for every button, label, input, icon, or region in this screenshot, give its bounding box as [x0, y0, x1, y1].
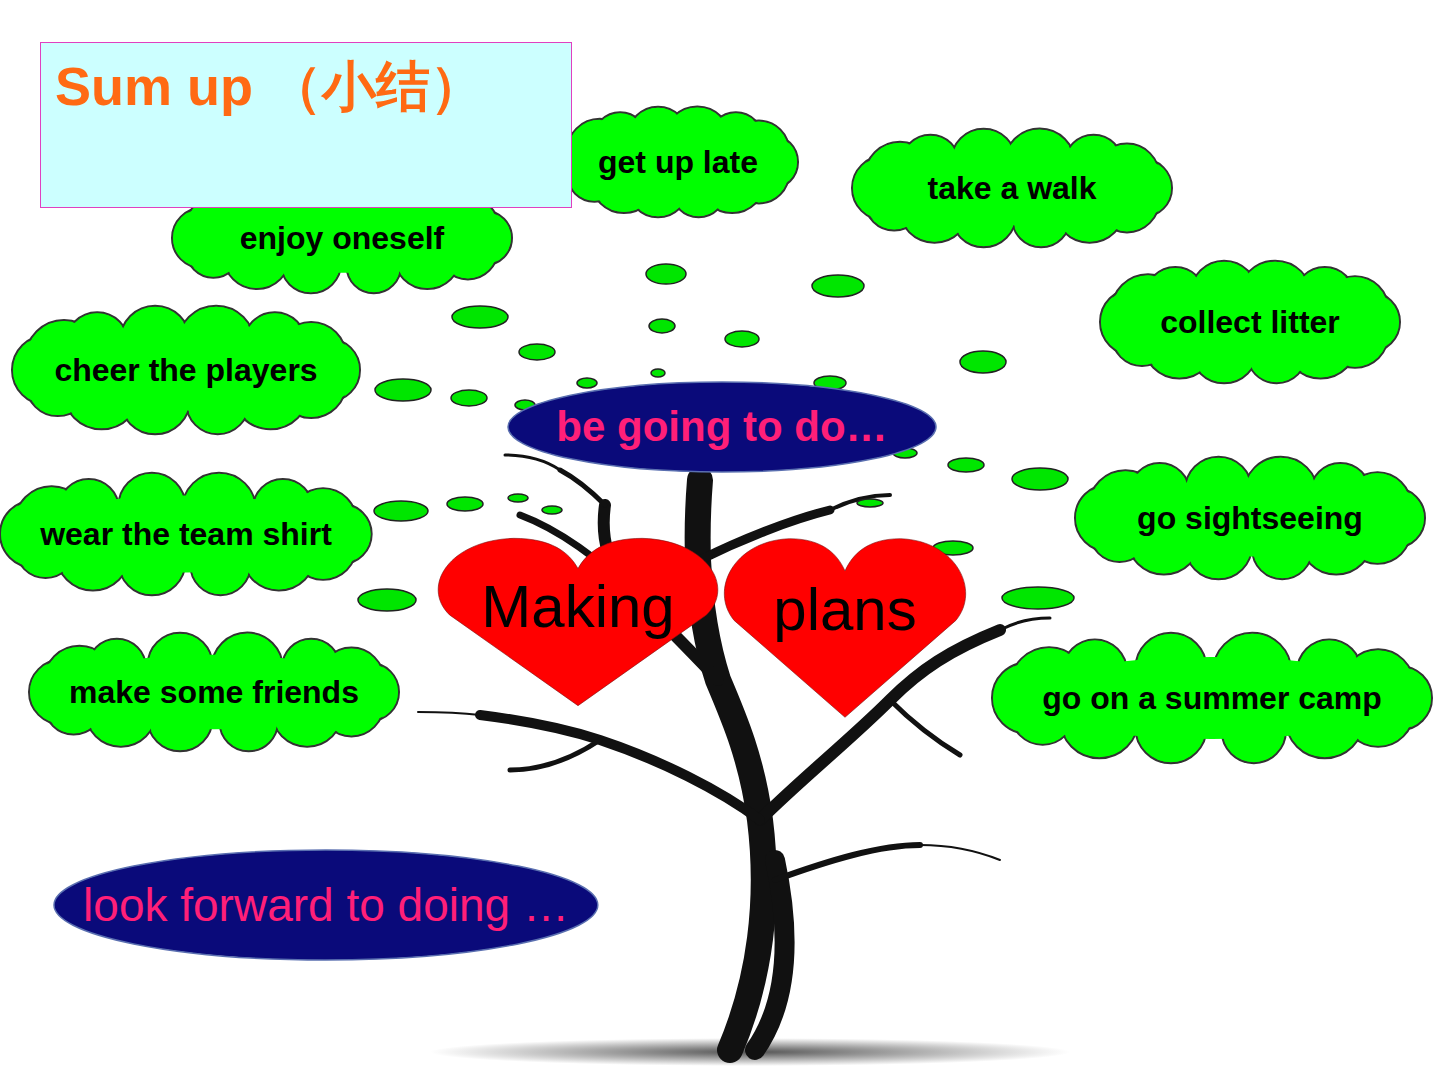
cloud-core — [52, 655, 377, 730]
cloud-edge — [1100, 261, 1400, 384]
cloud-fill — [1, 474, 370, 594]
phrase-label: collect litter — [1160, 304, 1340, 341]
cloud-fill — [1101, 262, 1399, 382]
idea-cloud: wear the team shirt — [0, 472, 372, 596]
heart-word: plans — [773, 575, 916, 644]
cloud-core — [1098, 479, 1401, 556]
idea-cloud: collect litter — [1100, 260, 1400, 384]
idea-cloud: make some friends — [29, 632, 399, 752]
cloud-core — [1017, 657, 1407, 739]
key-phrase: look forward to doing … — [83, 879, 569, 932]
text-group: get up late — [598, 144, 758, 181]
ellipse-path — [508, 382, 936, 472]
phrase-label: enjoy oneself — [240, 220, 445, 257]
cloud-core — [193, 203, 491, 273]
text-group: take a walk — [928, 170, 1097, 207]
heart-shape: Making — [432, 533, 724, 711]
text-group: go on a summer camp — [1042, 680, 1382, 717]
cloud-edge — [1075, 457, 1425, 580]
heart-path — [438, 538, 718, 705]
cloud-edge — [852, 129, 1172, 248]
phrase-ellipse: look forward to doing … — [53, 849, 599, 961]
phrase-label: cheer the players — [54, 352, 317, 389]
cloud-fill — [993, 634, 1431, 762]
cloud-edge — [992, 633, 1432, 764]
text-group: collect litter — [1160, 304, 1340, 341]
heart-shape: plans — [719, 533, 971, 723]
cloud-fill — [559, 108, 797, 216]
cloud-core — [875, 151, 1150, 226]
text-group: go sightseeing — [1137, 500, 1363, 537]
phrase-label: take a walk — [928, 170, 1097, 207]
cloud-edge — [172, 183, 512, 294]
idea-cloud: go on a summer camp — [992, 632, 1432, 764]
heart-word: Making — [481, 572, 674, 641]
cloud-core — [579, 127, 777, 197]
idea-cloud: cheer the players — [12, 305, 360, 435]
title-box: Sum up （小结） — [40, 42, 572, 208]
phrase-label: wear the team shirt — [40, 516, 332, 553]
title-text: Sum up （小结） — [55, 57, 557, 116]
phrase-ellipse: be going to do… — [507, 381, 937, 473]
heart-path — [724, 539, 965, 718]
cloud-fill — [1076, 458, 1424, 578]
cloud-core — [37, 330, 336, 411]
cloud-edge — [29, 633, 399, 752]
text-group: make some friends — [69, 674, 359, 711]
text-group: be going to do… — [556, 403, 887, 451]
cloud-fill — [173, 184, 511, 292]
cloud-fill — [30, 634, 398, 750]
cloud-edge — [12, 306, 360, 435]
idea-cloud: take a walk — [852, 128, 1172, 248]
cloud-edge — [558, 107, 798, 218]
cloud-edge — [0, 473, 372, 596]
text-group: Making — [481, 572, 674, 641]
cloud-core — [24, 495, 349, 572]
text-group: plans — [773, 575, 916, 644]
idea-cloud: get up late — [558, 106, 798, 218]
phrase-label: get up late — [598, 144, 758, 181]
cloud-fill — [13, 307, 359, 433]
phrase-label: go sightseeing — [1137, 500, 1363, 537]
key-phrase: be going to do… — [556, 403, 887, 451]
text-group: wear the team shirt — [40, 516, 332, 553]
phrase-label: make some friends — [69, 674, 359, 711]
cloud-fill — [853, 130, 1171, 246]
text-group: cheer the players — [54, 352, 317, 389]
text-group: enjoy oneself — [240, 220, 445, 257]
tree-branches — [418, 455, 1050, 1050]
cloud-core — [1123, 283, 1376, 360]
phrase-label: go on a summer camp — [1042, 680, 1382, 717]
text-group: look forward to doing … — [83, 879, 569, 932]
ellipse-path — [54, 850, 598, 960]
idea-cloud: go sightseeing — [1075, 456, 1425, 580]
